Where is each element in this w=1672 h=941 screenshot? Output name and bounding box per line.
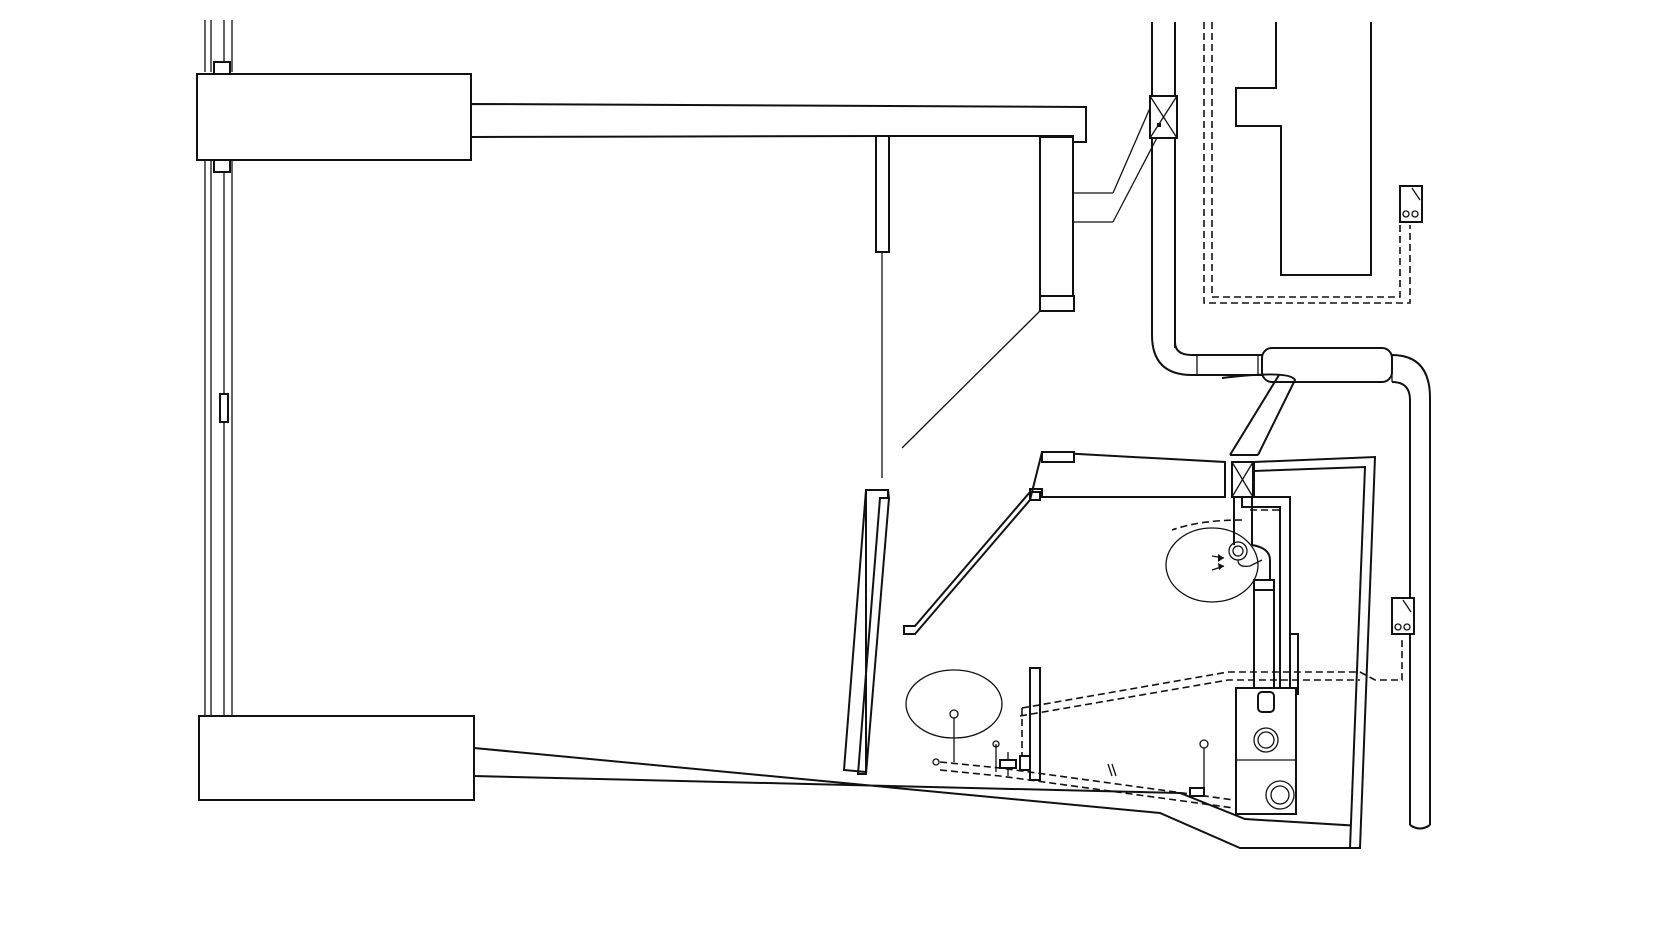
adjacent-building bbox=[1204, 22, 1422, 303]
bathroom-walls bbox=[844, 452, 1375, 848]
kitchen-partition-stub bbox=[876, 136, 889, 252]
top-pillar bbox=[197, 74, 471, 160]
plumbing-lines bbox=[933, 598, 1414, 808]
duct-system bbox=[1150, 22, 1430, 829]
bottom-wall bbox=[199, 716, 1360, 848]
left-window-strip bbox=[205, 20, 232, 716]
shower-area bbox=[906, 670, 1002, 762]
toilet-unit bbox=[1236, 688, 1296, 814]
top-wall bbox=[197, 74, 1086, 478]
washbasin bbox=[1166, 510, 1280, 700]
bottom-pillar bbox=[199, 716, 474, 800]
right-room-wall bbox=[902, 108, 1160, 448]
